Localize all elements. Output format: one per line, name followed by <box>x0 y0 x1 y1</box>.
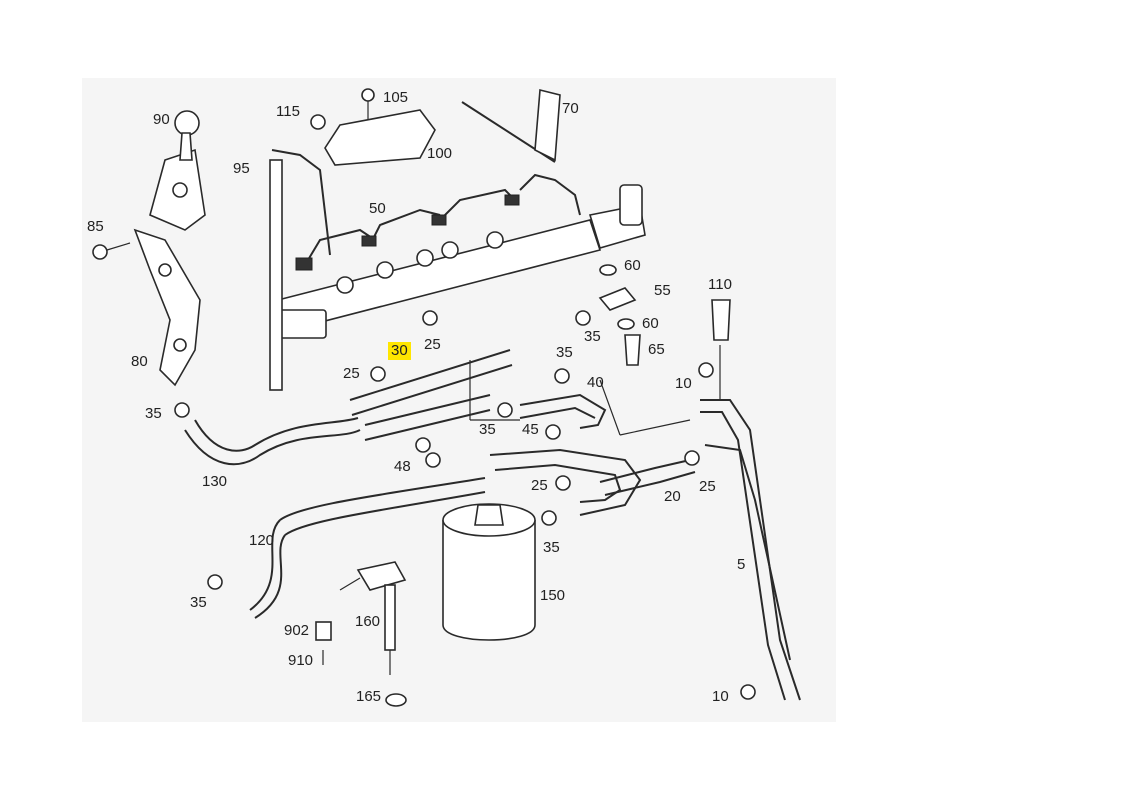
callout-80[interactable]: 80 <box>131 353 148 370</box>
callout-30-highlighted[interactable]: 30 <box>388 342 411 360</box>
bracket-80 <box>92 228 201 387</box>
callout-105[interactable]: 105 <box>383 89 409 106</box>
callout-100[interactable]: 100 <box>427 145 453 162</box>
clip-70 <box>461 88 561 163</box>
callout-35-filter[interactable]: 35 <box>543 539 560 556</box>
fuel-filter <box>442 503 536 641</box>
callout-25-rail[interactable]: 25 <box>424 336 441 353</box>
callout-90[interactable]: 90 <box>153 111 170 128</box>
callout-85[interactable]: 85 <box>87 218 104 235</box>
callout-55[interactable]: 55 <box>654 282 671 299</box>
callout-902[interactable]: 902 <box>284 622 310 639</box>
callout-48[interactable]: 48 <box>394 458 411 475</box>
callout-130[interactable]: 130 <box>202 473 228 490</box>
callout-70[interactable]: 70 <box>562 100 579 117</box>
callout-35-upper-hose[interactable]: 35 <box>556 344 573 361</box>
sensor-160 <box>315 561 407 707</box>
fuel-rail <box>269 149 646 391</box>
hose-clamps <box>174 310 756 700</box>
callout-95[interactable]: 95 <box>233 160 250 177</box>
callout-60-lower[interactable]: 60 <box>642 315 659 332</box>
callout-20[interactable]: 20 <box>664 488 681 505</box>
injector-lines <box>295 173 581 271</box>
callout-165[interactable]: 165 <box>356 688 382 705</box>
callout-10-lower[interactable]: 10 <box>712 688 729 705</box>
callout-115[interactable]: 115 <box>276 103 300 120</box>
callout-35-bottom-left[interactable]: 35 <box>190 594 207 611</box>
plate-100 <box>310 88 436 166</box>
callout-910[interactable]: 910 <box>288 652 314 669</box>
fittings <box>598 264 731 366</box>
callout-150[interactable]: 150 <box>540 587 566 604</box>
callout-35-left[interactable]: 35 <box>145 405 162 422</box>
callout-25-filter[interactable]: 25 <box>531 477 548 494</box>
callout-50[interactable]: 50 <box>369 200 386 217</box>
callout-10-upper[interactable]: 10 <box>675 375 692 392</box>
callout-35-rail[interactable]: 35 <box>584 328 601 345</box>
callout-25-clamp[interactable]: 25 <box>343 365 360 382</box>
callout-65[interactable]: 65 <box>648 341 665 358</box>
callout-45[interactable]: 45 <box>522 421 539 438</box>
callout-110[interactable]: 110 <box>708 276 732 293</box>
callout-120[interactable]: 120 <box>249 532 275 549</box>
callout-5[interactable]: 5 <box>737 556 746 573</box>
callout-160[interactable]: 160 <box>355 613 381 630</box>
bracket-90 <box>149 110 206 231</box>
leader-lines <box>339 345 721 591</box>
callout-40[interactable]: 40 <box>587 374 604 391</box>
callout-60-upper[interactable]: 60 <box>624 257 641 274</box>
callout-25-right[interactable]: 25 <box>699 478 716 495</box>
callout-35-mid[interactable]: 35 <box>479 421 496 438</box>
